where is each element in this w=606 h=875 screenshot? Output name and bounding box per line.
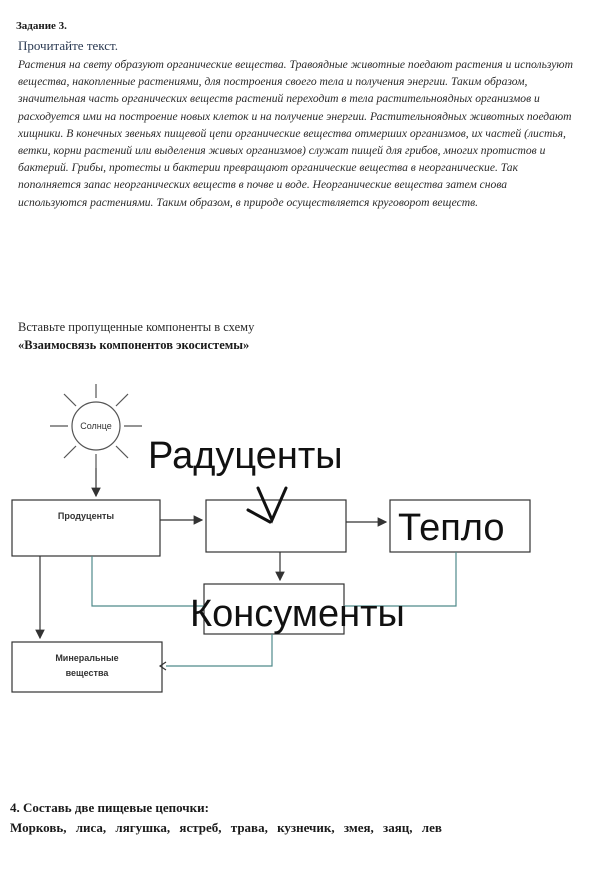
blank-box-reducers bbox=[203, 583, 345, 635]
handwritten-consumers: Консументы bbox=[190, 593, 405, 635]
producers-label: Продуценты bbox=[58, 511, 115, 521]
minerals-box bbox=[11, 641, 163, 693]
producers-box bbox=[11, 499, 161, 557]
scheme-title: «Взаимосвязь компонентов экосистемы» bbox=[18, 338, 250, 352]
task-title: Задание 3. bbox=[16, 20, 67, 32]
sun-icon bbox=[50, 384, 142, 468]
handwritten-heat: Тепло bbox=[398, 507, 505, 549]
task4-word-list: Морковь, лиса, лягушка, ястреб, трава, к… bbox=[10, 820, 442, 835]
scheme-instruction: Вставьте пропущенные компоненты в схему bbox=[18, 320, 255, 334]
heat-box bbox=[389, 499, 531, 553]
minerals-label-line1: Минеральные bbox=[55, 653, 118, 663]
handwritten-check-mark bbox=[246, 486, 288, 524]
read-instruction: Прочитайте текст. bbox=[18, 38, 118, 53]
task4-title: 4. Составь две пищевые цепочки: bbox=[10, 800, 209, 815]
minerals-label-line2: вещества bbox=[66, 668, 110, 678]
handwritten-reducers: Радуценты bbox=[148, 435, 343, 477]
ecosystem-diagram: Солнце Продуценты Минеральные вещества Р… bbox=[11, 384, 531, 693]
sun-label: Солнце bbox=[80, 421, 112, 431]
passage-text: Растения на свету образуют органические … bbox=[18, 58, 573, 209]
